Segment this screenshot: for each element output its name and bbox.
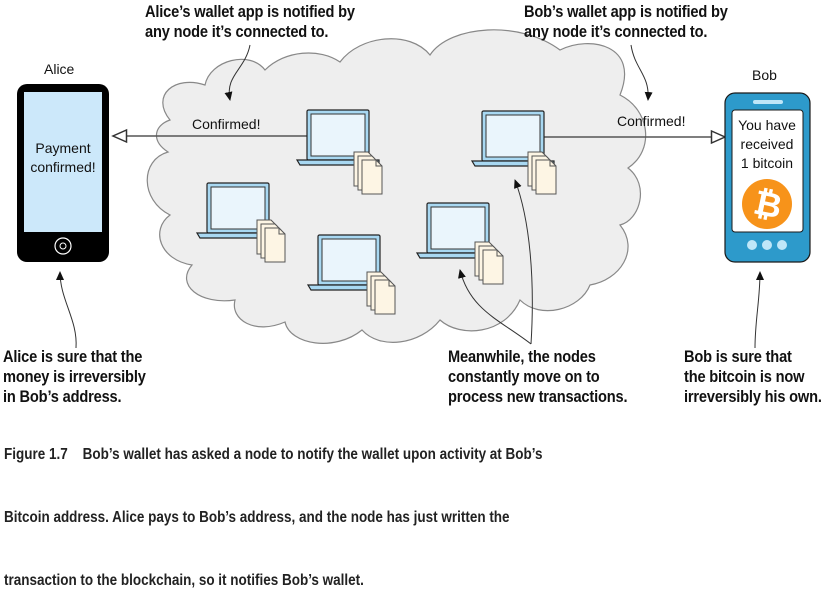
callout-alice-sure: Alice is sure that the money is irrevers…	[3, 347, 146, 406]
bob-screen-line-1: You have	[738, 117, 796, 133]
callout-arrow-alice-sure	[56, 271, 77, 349]
callout-alice-notified: Alice’s wallet app is notified by any no…	[145, 2, 355, 41]
callout-arrow-nodes-1	[514, 179, 533, 345]
diagram-canvas: Confirmed! Confirmed! Alice Payment conf…	[17, 29, 811, 349]
home-button-icon	[54, 237, 72, 255]
caption-line-3: transaction to the blockchain, so it not…	[4, 572, 364, 589]
confirmed-label-bob: Confirmed!	[617, 113, 685, 129]
confirmed-label-alice: Confirmed!	[192, 116, 260, 132]
callout-arrow-nodes-2	[458, 269, 532, 345]
callout-arrow-bob-sure	[754, 271, 764, 349]
callout-bob-notified: Bob’s wallet app is notified by any node…	[524, 2, 728, 41]
bob-name: Bob	[752, 67, 777, 83]
bob-screen-line-2: received	[741, 136, 794, 152]
callout-arrow-alice-notified	[224, 44, 251, 101]
bob-screen-line-3: 1 bitcoin	[741, 155, 793, 171]
bitcoin-icon	[742, 179, 792, 229]
bob-phone: You have received 1 bitcoin ₿	[724, 92, 811, 263]
network-cloud	[146, 29, 647, 344]
alice-screen-line-1: Payment	[35, 140, 90, 156]
alice-name: Alice	[44, 61, 75, 77]
callout-bob-sure: Bob is sure that the bitcoin is now irre…	[684, 347, 822, 406]
alice-screen-line-2: confirmed!	[30, 159, 95, 175]
caption-line-1: Figure 1.7 Bob’s wallet has asked a node…	[4, 446, 543, 463]
alice-phone-screen	[24, 92, 102, 232]
figure-caption: Figure 1.7 Bob’s wallet has asked a node…	[4, 402, 543, 612]
callout-arrow-bob-notified	[630, 44, 653, 101]
callout-nodes-move-on: Meanwhile, the nodes constantly move on …	[448, 347, 628, 406]
alice-phone: Payment confirmed!	[17, 84, 109, 262]
caption-line-2: Bitcoin address. Alice pays to Bob’s add…	[4, 509, 510, 526]
